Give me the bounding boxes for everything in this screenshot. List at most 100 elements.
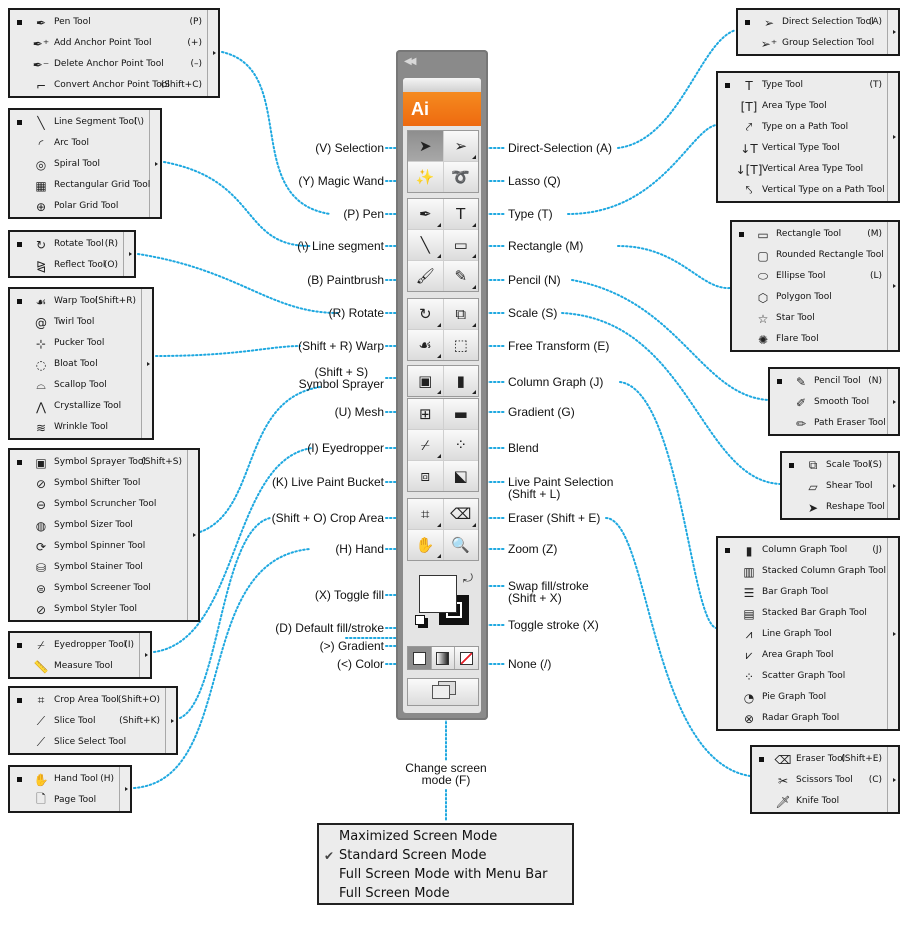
flyout-tearoff-rail[interactable] [887, 73, 898, 201]
flyout-item[interactable]: ➤Reshape Tool [782, 497, 888, 518]
flyout-item[interactable]: ☙Warp Tool(Shift+R) [10, 291, 142, 312]
flyout-item[interactable]: ⊜Symbol Screener Tool [10, 578, 188, 599]
default-fill-stroke-icon[interactable] [415, 615, 425, 625]
gradient-mode-button[interactable] [431, 647, 455, 669]
flyout-tearoff-rail[interactable] [165, 688, 176, 753]
flyout-item[interactable]: ✐Smooth Tool [770, 392, 888, 413]
live-paint-bucket-tool-button[interactable]: ⧈ [408, 461, 443, 491]
flyout-tearoff-rail[interactable] [887, 369, 898, 434]
flyout-item[interactable]: ⌫Eraser Tool(Shift+E) [752, 749, 888, 770]
flyout-item[interactable]: ◜Arc Tool [10, 133, 150, 154]
flyout-item[interactable]: ⊘Symbol Shifter Tool [10, 473, 188, 494]
flyout-item[interactable]: ↓[T]Vertical Area Type Tool [718, 159, 888, 180]
flyout-item[interactable]: ⁘Scatter Graph Tool [718, 666, 888, 687]
lasso-tool-button[interactable]: ➰ [443, 162, 478, 192]
gradient-tool-button[interactable]: ▬ [443, 399, 478, 429]
flyout-item[interactable]: ↻Rotate Tool(R) [10, 234, 124, 255]
flyout-item[interactable]: ⌿Eyedropper Tool(I) [10, 635, 140, 656]
screen-mode-menu-item[interactable]: Full Screen Mode with Menu Bar [339, 867, 548, 882]
flyout-item[interactable]: ✒⁺Add Anchor Point Tool(+) [10, 33, 208, 54]
flyout-item[interactable]: ≋Wrinkle Tool [10, 417, 142, 438]
flyout-item[interactable]: ◎Spiral Tool [10, 154, 150, 175]
flyout-item[interactable]: ✎Pencil Tool(N) [770, 371, 888, 392]
flyout-item[interactable]: ◍Symbol Sizer Tool [10, 515, 188, 536]
flyout-item[interactable]: ▣Symbol Sprayer Tool(Shift+S) [10, 452, 188, 473]
fill-swatch[interactable] [419, 575, 457, 613]
color-mode-button[interactable] [408, 647, 431, 669]
rectangle-tool-button[interactable]: ▭ [443, 230, 478, 260]
flyout-tearoff-rail[interactable] [141, 289, 152, 438]
flyout-item[interactable]: ☰Bar Graph Tool [718, 582, 888, 603]
flyout-item[interactable]: ▢Rounded Rectangle Tool [732, 245, 888, 266]
symbol-sprayer-tool-button[interactable]: ▣ [408, 366, 443, 396]
crop-area-tool-button[interactable]: ⌗ [408, 499, 443, 529]
zoom-tool-button[interactable]: 🔍 [443, 530, 478, 560]
double-chevron-left-icon[interactable]: ◀◀ [404, 56, 417, 67]
flyout-item[interactable]: ▮Column Graph Tool(J) [718, 540, 888, 561]
type-tool-button[interactable]: T [443, 199, 478, 229]
paintbrush-tool-button[interactable]: 🖌 [408, 261, 443, 291]
flyout-item[interactable]: ◔Pie Graph Tool [718, 687, 888, 708]
flyout-item[interactable]: ⟋Slice Select Tool [10, 732, 166, 753]
magic-wand-tool-button[interactable]: ✨ [408, 162, 443, 192]
flyout-item[interactable]: ⋀Crystallize Tool [10, 396, 142, 417]
flyout-item[interactable]: ▤Stacked Bar Graph Tool [718, 603, 888, 624]
warp-tool-button[interactable]: ☙ [408, 330, 443, 360]
flyout-item[interactable]: ✏Path Eraser Tool [770, 413, 888, 434]
flyout-item[interactable]: 🗋Page Tool [10, 790, 120, 811]
flyout-item[interactable]: ⌐Convert Anchor Point Tool(Shift+C) [10, 75, 208, 96]
flyout-tearoff-rail[interactable] [887, 747, 898, 812]
panel-grip[interactable] [403, 78, 481, 92]
flyout-item[interactable]: ➢Direct Selection Tool(A) [738, 12, 888, 33]
flyout-item[interactable]: ⩗Area Graph Tool [718, 645, 888, 666]
free-transform-tool-button[interactable]: ⬚ [443, 330, 478, 360]
pen-tool-button[interactable]: ✒ [408, 199, 443, 229]
flyout-item[interactable]: ⟋Slice Tool(Shift+K) [10, 711, 166, 732]
flyout-item[interactable]: ⧎Reflect Tool(O) [10, 255, 124, 276]
swap-fill-stroke-icon[interactable]: ⤾ [463, 571, 473, 585]
flyout-item[interactable]: ⊘Symbol Styler Tool [10, 599, 188, 620]
flyout-item[interactable]: ◌Bloat Tool [10, 354, 142, 375]
flyout-tearoff-rail[interactable] [207, 10, 218, 96]
eraser-tool-button[interactable]: ⌫ [443, 499, 478, 529]
flyout-item[interactable]: ▦Rectangular Grid Tool [10, 175, 150, 196]
flyout-tearoff-rail[interactable] [887, 10, 898, 54]
flyout-tearoff-rail[interactable] [887, 538, 898, 729]
flyout-item[interactable]: ⊕Polar Grid Tool [10, 196, 150, 217]
flyout-item[interactable]: ▭Rectangle Tool(M) [732, 224, 888, 245]
flyout-item[interactable]: ⤤Type on a Path Tool [718, 117, 888, 138]
pencil-tool-button[interactable]: ✎ [443, 261, 478, 291]
flyout-item[interactable]: ▱Shear Tool [782, 476, 888, 497]
flyout-item[interactable]: @Twirl Tool [10, 312, 142, 333]
hand-tool-button[interactable]: ✋ [408, 530, 443, 560]
flyout-item[interactable]: [T]Area Type Tool [718, 96, 888, 117]
flyout-item[interactable]: ⩘Line Graph Tool [718, 624, 888, 645]
flyout-item[interactable]: ▥Stacked Column Graph Tool [718, 561, 888, 582]
flyout-item[interactable]: ╲Line Segment Tool(\) [10, 112, 150, 133]
flyout-tearoff-rail[interactable] [123, 232, 134, 276]
none-mode-button[interactable] [455, 647, 478, 669]
flyout-item[interactable]: ⌓Scallop Tool [10, 375, 142, 396]
flyout-item[interactable]: ✺Flare Tool [732, 329, 888, 350]
flyout-item[interactable]: ⌗Crop Area Tool(Shift+O) [10, 690, 166, 711]
flyout-item[interactable]: ⊗Radar Graph Tool [718, 708, 888, 729]
flyout-item[interactable]: ✋Hand Tool(H) [10, 769, 120, 790]
line-segment-tool-button[interactable]: ╲ [408, 230, 443, 260]
screen-mode-menu-item[interactable]: Maximized Screen Mode [339, 829, 498, 844]
flyout-item[interactable]: ⬭Ellipse Tool(L) [732, 266, 888, 287]
mesh-tool-button[interactable]: ⊞ [408, 399, 443, 429]
flyout-item[interactable]: ⊹Pucker Tool [10, 333, 142, 354]
screen-mode-menu-item[interactable]: Full Screen Mode [339, 886, 450, 901]
selection-arrow-tool-button[interactable]: ➤ [408, 131, 443, 161]
flyout-item[interactable]: ✂Scissors Tool(C) [752, 770, 888, 791]
flyout-item[interactable]: ⧉Scale Tool(S) [782, 455, 888, 476]
blend-tool-button[interactable]: ⁘ [443, 430, 478, 460]
live-paint-selection-tool-button[interactable]: ⬕ [443, 461, 478, 491]
flyout-tearoff-rail[interactable] [887, 453, 898, 518]
flyout-item[interactable]: ✒⁻Delete Anchor Point Tool(–) [10, 54, 208, 75]
flyout-item[interactable]: ⟳Symbol Spinner Tool [10, 536, 188, 557]
scale-tool-button[interactable]: ⧉ [443, 299, 478, 329]
flyout-tearoff-rail[interactable] [887, 222, 898, 350]
flyout-tearoff-rail[interactable] [187, 450, 198, 620]
